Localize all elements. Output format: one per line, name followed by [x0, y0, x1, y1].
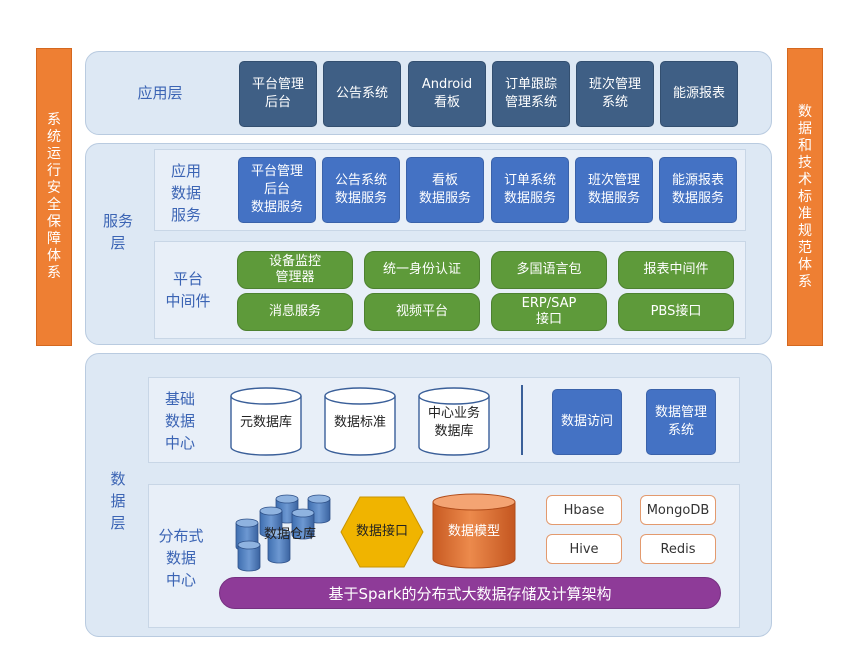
app-item-order-tracking[interactable]: 订单跟踪 管理系统: [492, 61, 570, 127]
platform-middleware-label: 平台 中间件: [165, 270, 211, 310]
data-service-board[interactable]: 看板 数据服务: [406, 157, 484, 223]
security-system-pillar: 系统运行安全保障体系: [36, 48, 72, 346]
data-layer-label: 数 据 层: [110, 470, 126, 532]
mw-language-pack[interactable]: 多国语言包: [491, 251, 607, 289]
mw-erp-sap-interface[interactable]: ERP/SAP 接口: [491, 293, 607, 331]
database-icon: [432, 493, 516, 569]
database-icon: [230, 387, 302, 456]
store-hive[interactable]: Hive: [546, 534, 622, 564]
standards-system-pillar: 数据和技术标准规范体系: [787, 48, 823, 346]
data-standard-db[interactable]: 数据标准: [324, 387, 396, 457]
data-service-energy[interactable]: 能源报表 数据服务: [659, 157, 737, 223]
data-service-order[interactable]: 订单系统 数据服务: [491, 157, 569, 223]
app-item-android-board[interactable]: Android 看板: [408, 61, 486, 127]
store-hbase[interactable]: Hbase: [546, 495, 622, 525]
store-mongodb[interactable]: MongoDB: [640, 495, 716, 525]
data-warehouse[interactable]: 数据仓库: [232, 493, 334, 573]
app-item-energy-report[interactable]: 能源报表: [660, 61, 738, 127]
mw-device-monitor[interactable]: 设备监控 管理器: [237, 251, 353, 289]
divider: [521, 385, 523, 455]
central-business-db-label: 中心业务 数据库: [427, 406, 480, 439]
app-data-services-label: 应用 数据 服务: [170, 162, 201, 224]
base-data-center-label: 基础 数据 中心: [164, 390, 195, 452]
store-redis[interactable]: Redis: [640, 534, 716, 564]
data-interface[interactable]: 数据接口: [340, 495, 424, 569]
security-system-label: 系统运行安全保障体系: [47, 112, 61, 281]
data-service-notice[interactable]: 公告系统 数据服务: [322, 157, 400, 223]
data-management-button[interactable]: 数据管理 系统: [646, 389, 716, 455]
data-model-label: 数据模型: [447, 524, 500, 539]
data-standard-db-label: 数据标准: [333, 415, 386, 430]
distributed-data-center-label: 分布式 数据 中心: [158, 527, 204, 589]
data-service-shift[interactable]: 班次管理 数据服务: [575, 157, 653, 223]
standards-system-label: 数据和技术标准规范体系: [798, 103, 812, 290]
central-business-db[interactable]: 中心业务 数据库: [418, 387, 490, 457]
app-item-notice-system[interactable]: 公告系统: [323, 61, 401, 127]
data-warehouse-label: 数据仓库: [263, 527, 316, 542]
mw-unified-auth[interactable]: 统一身份认证: [364, 251, 480, 289]
application-layer-label: 应用层: [137, 84, 183, 102]
database-cluster-icon: [235, 494, 331, 572]
data-service-platform-admin[interactable]: 平台管理 后台 数据服务: [238, 157, 316, 223]
hexagon-icon: [340, 496, 424, 568]
mw-video-platform[interactable]: 视频平台: [364, 293, 480, 331]
metadata-db-label: 元数据库: [239, 415, 292, 430]
mw-message-service[interactable]: 消息服务: [237, 293, 353, 331]
database-icon: [324, 387, 396, 456]
metadata-db[interactable]: 元数据库: [230, 387, 302, 457]
app-item-shift-management[interactable]: 班次管理 系统: [576, 61, 654, 127]
mw-pbs-interface[interactable]: PBS接口: [618, 293, 734, 331]
app-item-platform-admin[interactable]: 平台管理 后台: [239, 61, 317, 127]
spark-architecture-bar: 基于Spark的分布式大数据存储及计算架构: [219, 577, 721, 609]
data-interface-label: 数据接口: [355, 524, 408, 539]
database-icon: [418, 387, 490, 456]
mw-report-middleware[interactable]: 报表中间件: [618, 251, 734, 289]
data-model[interactable]: 数据模型: [432, 493, 516, 569]
data-access-button[interactable]: 数据访问: [552, 389, 622, 455]
service-layer-label: 服务 层: [102, 212, 133, 252]
